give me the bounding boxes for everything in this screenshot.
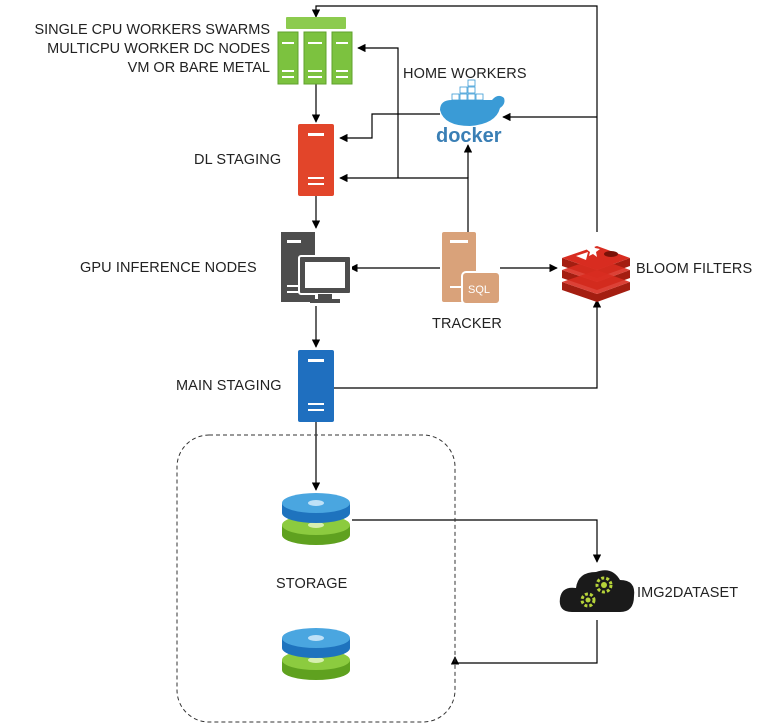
edge-main-to-bloom [334,299,602,389]
connectors [311,5,602,665]
sql-badge: SQL [468,284,490,296]
sql-server-icon: SQL [442,232,501,305]
edge-img2dataset-to-storage [450,620,598,665]
disk-stack-icon [282,493,350,545]
server-cluster-icon [277,17,353,85]
cloud-gears-icon [559,570,635,612]
gpu-nodes-label: GPU INFERENCE NODES [80,260,257,276]
workstation-icon [281,232,352,303]
main-staging-label: MAIN STAGING [176,378,282,394]
edge-tracker-to-dl [339,173,469,232]
dl-staging-label: DL STAGING [194,152,282,168]
docker-icon: docker [436,79,505,147]
redis-icon [562,244,630,302]
edge-tracker-to-workers [357,43,399,178]
img2dataset-label: IMG2DATASET [637,585,739,601]
home-workers-label: HOME WORKERS [403,66,527,82]
edge-storage-to-img2dataset [352,519,602,563]
docker-wordmark: docker [436,125,502,147]
edge-docker-to-dl [339,113,440,143]
workers-label-line-1: SINGLE CPU WORKERS SWARMS [34,22,270,38]
workers-label-line-3: VM OR BARE METAL [127,60,270,76]
edge-bloom-to-workers [311,5,598,232]
bloom-filters-label: BLOOM FILTERS [636,261,753,277]
tracker-label: TRACKER [432,316,502,332]
dl-staging-server-icon [298,124,334,196]
storage-container [176,434,456,723]
disk-stack-icon [282,628,350,680]
storage-label: STORAGE [276,576,348,592]
main-staging-server-icon [298,350,334,422]
workers-label-line-2: MULTICPU WORKER DC NODES [47,41,270,57]
workers-label: SINGLE CPU WORKERS SWARMS MULTICPU WORKE… [34,21,270,78]
